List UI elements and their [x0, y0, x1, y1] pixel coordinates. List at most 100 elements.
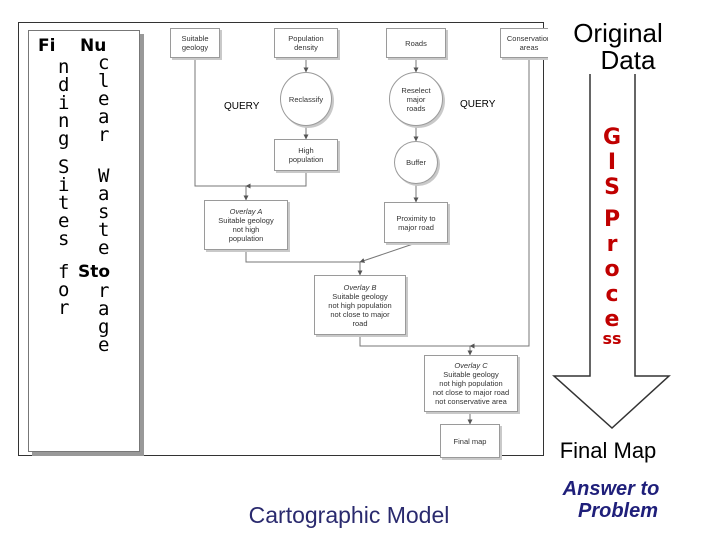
node-roads: Roads — [386, 28, 446, 58]
for-letter: r — [58, 297, 70, 319]
node-line: population — [228, 234, 264, 243]
sites-letter: s — [58, 228, 70, 250]
node-line: Reclassify — [288, 94, 324, 104]
node-reclassify: Reclassify — [280, 72, 332, 126]
process-letter: e — [604, 307, 620, 332]
answer-to-problem: Answer to Problem — [536, 478, 686, 522]
label-for-letters: f o r — [58, 261, 70, 319]
sites-letter: i — [58, 174, 70, 196]
gis-letter: I — [607, 150, 617, 175]
node-overlay-c: Overlay C Suitable geology not high popu… — [424, 355, 518, 412]
label-sites-letters: S i t e s — [58, 156, 70, 250]
finding-letter: g — [58, 128, 70, 150]
node-suitable-geology: Suitable geology — [170, 28, 220, 58]
sites-letter: S — [58, 156, 70, 178]
data-line: Data — [600, 45, 656, 75]
label-fi: Fi — [38, 36, 56, 56]
storage-letter: e — [98, 334, 110, 356]
process-letter: c — [605, 282, 619, 307]
node-line: Final map — [453, 436, 487, 446]
label-nuclear-letters: c l e a r — [98, 52, 110, 146]
node-buffer: Buffer — [394, 141, 438, 184]
finding-letter: i — [58, 92, 70, 114]
node-line: Suitable geology — [443, 370, 499, 379]
process-letter: o — [604, 257, 620, 282]
for-letter: f — [58, 261, 70, 283]
overlay-a-title: Overlay A — [229, 207, 263, 216]
node-high-population: High population — [274, 139, 338, 171]
node-line: Reselect — [401, 85, 431, 95]
node-line: Roads — [405, 38, 427, 48]
gis-letters: G I S — [598, 125, 626, 200]
node-line: Proximity to — [396, 213, 436, 223]
process-letters: P r o c e — [598, 207, 626, 332]
sites-letter: e — [58, 210, 70, 232]
node-final-map: Final map — [440, 424, 500, 458]
node-line: geology — [181, 43, 209, 52]
for-letter: o — [58, 279, 70, 301]
gis-letter: G — [602, 125, 622, 150]
process-letter: P — [603, 207, 621, 232]
node-overlay-b: Overlay B Suitable geology not high popu… — [314, 275, 406, 335]
gis-letter: S — [604, 175, 620, 200]
original-line: Original — [573, 18, 663, 48]
node-line: population — [288, 155, 324, 164]
process-letter: r — [606, 232, 618, 257]
node-line: areas — [519, 43, 539, 52]
node-line: not close to major — [330, 309, 390, 319]
finding-letter: n — [58, 110, 70, 132]
waste-letter: s — [98, 201, 110, 223]
diagram-frame — [18, 22, 544, 456]
query-label-left: QUERY — [224, 101, 260, 112]
node-line: density — [294, 43, 318, 52]
process-tail: ss — [602, 329, 622, 348]
label-storage-letters: r a g e — [98, 280, 110, 356]
waste-letter: t — [98, 219, 110, 241]
nuclear-letter: r — [98, 124, 110, 146]
node-line: major road — [398, 222, 434, 232]
nuclear-letter: c — [98, 52, 110, 74]
sites-letter: t — [58, 192, 70, 214]
node-line: major — [406, 94, 426, 104]
final-map-heading: Final Map — [559, 438, 657, 463]
nuclear-letter: a — [98, 106, 110, 128]
label-finding-letters: n d i n g — [58, 56, 70, 150]
node-line: Suitable geology — [332, 291, 388, 301]
cartographic-model-caption: Cartographic Model — [248, 502, 450, 528]
waste-letter: a — [98, 183, 110, 205]
waste-letter: W — [98, 165, 110, 187]
original-data-heading: Original Data — [548, 20, 688, 74]
node-line: Population — [288, 34, 324, 43]
storage-letter: g — [98, 316, 110, 338]
node-line: Suitable — [181, 34, 209, 43]
storage-letter: r — [98, 280, 110, 302]
node-line: High — [298, 146, 314, 155]
storage-letter: a — [98, 298, 110, 320]
node-line: not high — [232, 225, 260, 234]
label-sto: Sto — [78, 262, 111, 282]
node-line: not high population — [328, 300, 392, 310]
node-line: road — [352, 318, 368, 328]
node-line: not high population — [439, 379, 503, 388]
node-line: roads — [406, 103, 426, 113]
node-reselect-major-roads: Reselect major roads — [389, 72, 443, 126]
node-proximity-major-road: Proximity to major road — [384, 202, 448, 243]
nuclear-letter: l — [98, 70, 110, 92]
node-overlay-a: Overlay A Suitable geology not high popu… — [204, 200, 288, 250]
node-line: not conservative area — [435, 397, 507, 406]
node-line: Buffer — [406, 158, 426, 167]
node-line: Suitable geology — [218, 216, 274, 225]
overlay-c-title: Overlay C — [454, 361, 488, 370]
label-waste-letters: W a s t e — [98, 165, 110, 259]
node-line: not close to major road — [432, 388, 510, 397]
waste-letter: e — [98, 237, 110, 259]
nuclear-letter: e — [98, 88, 110, 110]
finding-letter: n — [58, 56, 70, 78]
sidebar-panel — [28, 30, 140, 452]
finding-letter: d — [58, 74, 70, 96]
query-label-right: QUERY — [460, 99, 496, 110]
problem-line: Problem — [577, 500, 659, 522]
node-line: Conservation — [506, 34, 552, 43]
